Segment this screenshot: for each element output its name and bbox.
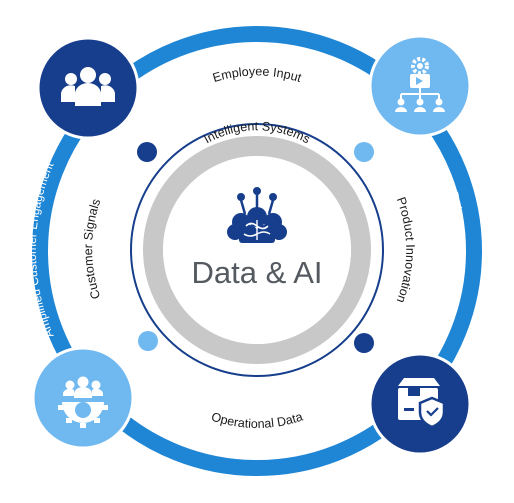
people-group-node	[36, 36, 140, 140]
team-gear-icon	[58, 376, 108, 428]
outer-ring	[32, 26, 482, 476]
inner-label-right: Product Innovation	[394, 195, 417, 305]
center-disc	[163, 156, 351, 344]
box-shield-node	[368, 352, 472, 456]
org-chart-node	[368, 34, 472, 138]
box-shield-icon	[398, 378, 446, 429]
gray-ring	[143, 136, 371, 364]
node-dot-top-right	[354, 142, 374, 162]
inner-label-left: Customer Signals	[81, 197, 103, 301]
node-dot-top-left	[137, 142, 157, 162]
node-dot-bottom-right	[354, 333, 374, 353]
inner-thin-ring	[130, 123, 384, 377]
inner-label-top: Employee Input	[211, 64, 303, 85]
node-dot-bottom-left	[138, 331, 158, 351]
brain-network-icon	[227, 187, 287, 243]
people-group-icon	[61, 67, 115, 106]
team-gear-node	[31, 346, 135, 450]
inner-label-bottom: Operational Data	[210, 410, 305, 431]
org-chart-gear-icon	[395, 57, 445, 112]
center-title: Data & AI	[192, 255, 323, 290]
